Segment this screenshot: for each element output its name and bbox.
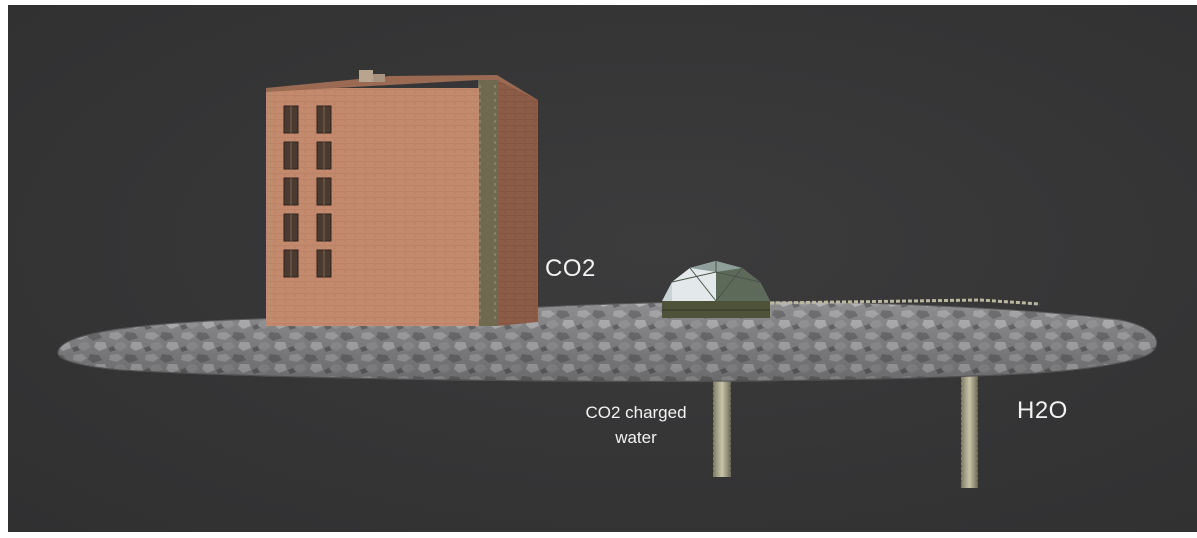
apartment-building [266, 70, 538, 326]
co2-charged-water-label-line2: water [615, 428, 657, 447]
h2o-label: H2O [1017, 397, 1068, 424]
surface-pipeline [769, 298, 1041, 306]
storage-dome [662, 261, 770, 318]
co2-label: CO2 [545, 255, 596, 282]
rocky-ground [57, 301, 1158, 382]
scene-viewport [8, 5, 1197, 532]
co2-charged-water-label: CO2 charged water [556, 400, 716, 450]
injection-pipe [712, 375, 732, 477]
extraction-pipe [960, 370, 979, 488]
co2-charged-water-label-line1: CO2 charged [585, 403, 687, 422]
